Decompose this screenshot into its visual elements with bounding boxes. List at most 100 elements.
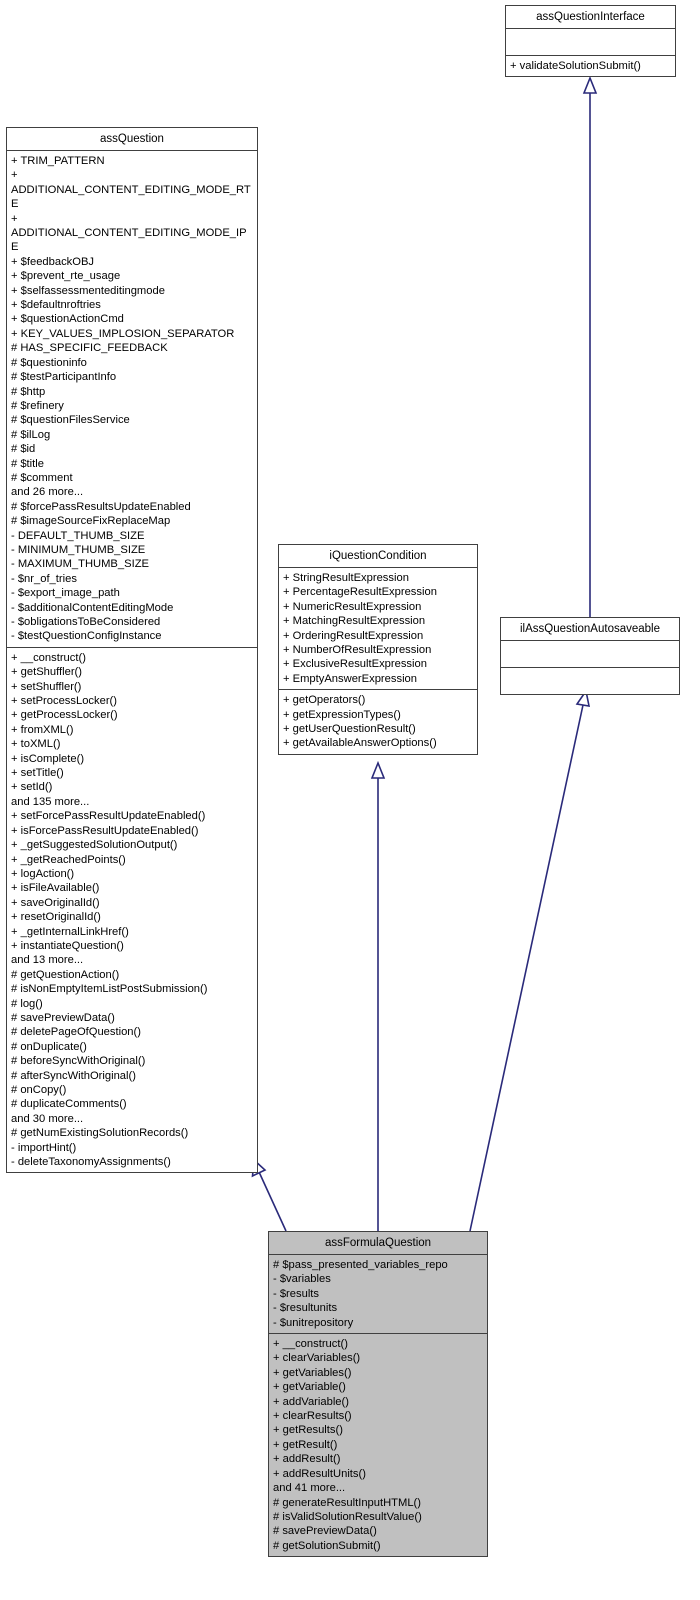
class-member: + EmptyAnswerExpression [283, 672, 417, 685]
class-member: + __construct() [273, 1338, 348, 1351]
attributes-section-ilassquestionautosaveable [501, 640, 679, 667]
operations-section-iquestioncondition: + getOperators()+ getExpressionTypes() + … [279, 689, 477, 754]
attributes-section-iquestioncondition: + StringResultExpression + PercentageResu… [279, 567, 477, 689]
class-member: # beforeSyncWithOriginal() [11, 1055, 146, 1068]
class-member: + MatchingResultExpression [283, 615, 426, 628]
class-member: # $id [11, 443, 36, 456]
class-member: + $defaultnroftries [11, 299, 101, 312]
class-member: # $pass_presented_variables_repo [273, 1259, 448, 1271]
class-member: # $questioninfo [11, 356, 87, 369]
class-member: # savePreviewData() [273, 1525, 377, 1538]
edge-formulaquestion-to-assquestion [258, 1172, 287, 1232]
operations-section-assquestion: + __construct() + getShuffler()+ setShuff… [7, 646, 257, 1173]
class-member: # $testParticipantInfo [11, 371, 117, 384]
class-member: + fromXML() [11, 723, 74, 736]
attributes-section-assquestion: + TRIM_PATTERN+ ADDITIONAL_CONTENT_EDITI… [7, 150, 257, 647]
class-member: # duplicateComments() [11, 1098, 127, 1111]
class-title-ilassquestionautosaveable: ilAssQuestionAutosaveable [520, 623, 660, 635]
class-member: - $obligationsToBeConsidered [11, 616, 161, 628]
class-member: # $ilLog [11, 428, 51, 441]
class-member: + setForcePassResultUpdateEnabled() [11, 810, 206, 823]
class-member: + getResults() [273, 1424, 343, 1437]
class-member: + getShuffler() [11, 666, 82, 679]
class-member: + clearResults() [273, 1410, 352, 1423]
class-member: - $export_image_path [11, 587, 120, 600]
class-member: + KEY_VALUES_IMPLOSION_SEPARATOR [11, 327, 235, 340]
class-member: + $prevent_rte_usage [11, 270, 121, 283]
class-member: # isNonEmptyItemListPostSubmission() [11, 983, 208, 996]
class-member: + setProcessLocker() [11, 695, 118, 708]
class-member: # afterSyncWithOriginal() [11, 1069, 136, 1082]
class-member: + getResult() [273, 1438, 338, 1451]
operations-section-ilassquestionautosaveable [501, 667, 679, 694]
operations-section-assformulaquestion: + __construct()+ clearVariables()+ getVa… [269, 1333, 487, 1556]
class-box-iquestioncondition[interactable]: iQuestionCondition + StringResultExpress… [278, 544, 478, 755]
class-member: and 41 more... [273, 1482, 346, 1495]
class-member: + saveOriginalId() [11, 896, 100, 909]
class-member: and 26 more... [11, 486, 84, 499]
class-member: + setShuffler() [11, 680, 82, 693]
class-box-assformulaquestion[interactable]: assFormulaQuestion # $pass_presented_var… [268, 1231, 488, 1558]
class-member: + _getReachedPoints() [11, 853, 126, 866]
class-member: # $comment [11, 471, 73, 484]
class-member: + _getSuggestedSolutionOutput() [11, 839, 178, 852]
class-member: # onCopy() [11, 1084, 67, 1096]
class-member: and 13 more... [11, 954, 84, 967]
arrowhead-questioninterface [582, 75, 598, 94]
class-member: - DEFAULT_THUMB_SIZE [11, 529, 145, 542]
class-member: + NumberOfResultExpression [283, 644, 432, 657]
class-title-assformulaquestion: assFormulaQuestion [324, 1237, 432, 1249]
class-member: + validateSolutionSubmit() [510, 60, 641, 72]
class-member: + getVariable() [273, 1381, 346, 1394]
class-member: # $refinery [11, 399, 64, 412]
class-member: + $selfassessmenteditingmode [11, 284, 165, 297]
class-member: + getProcessLocker() [11, 709, 118, 722]
class-member: + clearVariables() [273, 1352, 361, 1365]
class-member: and 30 more... [11, 1112, 84, 1125]
class-member: # getSolutionSubmit() [273, 1539, 381, 1552]
class-member: + logAction() [11, 867, 75, 880]
class-box-assquestioninterface[interactable]: assQuestionInterface + validateSolutionS… [505, 5, 676, 78]
class-box-ilassquestionautosaveable[interactable]: ilAssQuestionAutosaveable [500, 617, 680, 695]
class-member: # $questionFilesService [11, 414, 130, 427]
class-member: + ADDITIONAL_CONTENT_EDITING_MODE_IPE [11, 212, 247, 254]
class-member: # $title [11, 457, 44, 470]
class-member: + __construct() [11, 651, 86, 664]
class-member: + addResult() [273, 1453, 341, 1466]
class-member: - $nr_of_tries [11, 572, 77, 585]
class-member: + NumericResultExpression [283, 600, 422, 613]
class-member: + getAvailableAnswerOptions() [283, 737, 437, 750]
class-member: - $unitrepository [273, 1316, 354, 1329]
class-member: + getUserQuestionResult() [283, 723, 416, 736]
edge-formulaquestion-to-autosaveable [469, 704, 584, 1232]
class-member: + _getInternalLinkHref() [11, 925, 129, 938]
class-title-assquestioninterface: assQuestionInterface [536, 11, 645, 23]
class-member: + StringResultExpression [283, 572, 409, 584]
class-member: + $questionActionCmd [11, 313, 124, 326]
class-member: + PercentageResultExpression [283, 586, 437, 599]
class-title-assquestion: assQuestion [100, 133, 164, 145]
class-member: + ExclusiveResultExpression [283, 658, 427, 671]
class-title-iquestioncondition: iQuestionCondition [329, 550, 427, 562]
class-member: - $additionalContentEditingMode [11, 601, 174, 614]
class-box-assquestion[interactable]: assQuestion + TRIM_PATTERN+ ADDITIONAL_C… [6, 127, 258, 1174]
class-member: # savePreviewData() [11, 1011, 115, 1024]
class-member: + getOperators() [283, 694, 366, 707]
class-member: + setId() [11, 781, 53, 794]
class-member: + isForcePassResultUpdateEnabled() [11, 824, 199, 837]
class-member: + toXML() [11, 738, 61, 751]
attributes-section-assquestioninterface [506, 28, 675, 55]
class-member: - importHint() [11, 1141, 77, 1154]
class-member: + $feedbackOBJ [11, 255, 95, 268]
class-member: + resetOriginalId() [11, 911, 101, 924]
class-member: + getExpressionTypes() [283, 708, 401, 721]
class-member: - $variables [273, 1273, 331, 1286]
class-member: # deletePageOfQuestion() [11, 1026, 141, 1039]
class-member: + getVariables() [273, 1366, 352, 1379]
class-member: # HAS_SPECIFIC_FEEDBACK [11, 342, 168, 355]
class-member: # generateResultInputHTML() [273, 1496, 421, 1509]
class-member: - MINIMUM_THUMB_SIZE [11, 543, 146, 556]
class-member: - $results [273, 1287, 320, 1300]
attributes-section-assformulaquestion: # $pass_presented_variables_repo - $varia… [269, 1254, 487, 1333]
